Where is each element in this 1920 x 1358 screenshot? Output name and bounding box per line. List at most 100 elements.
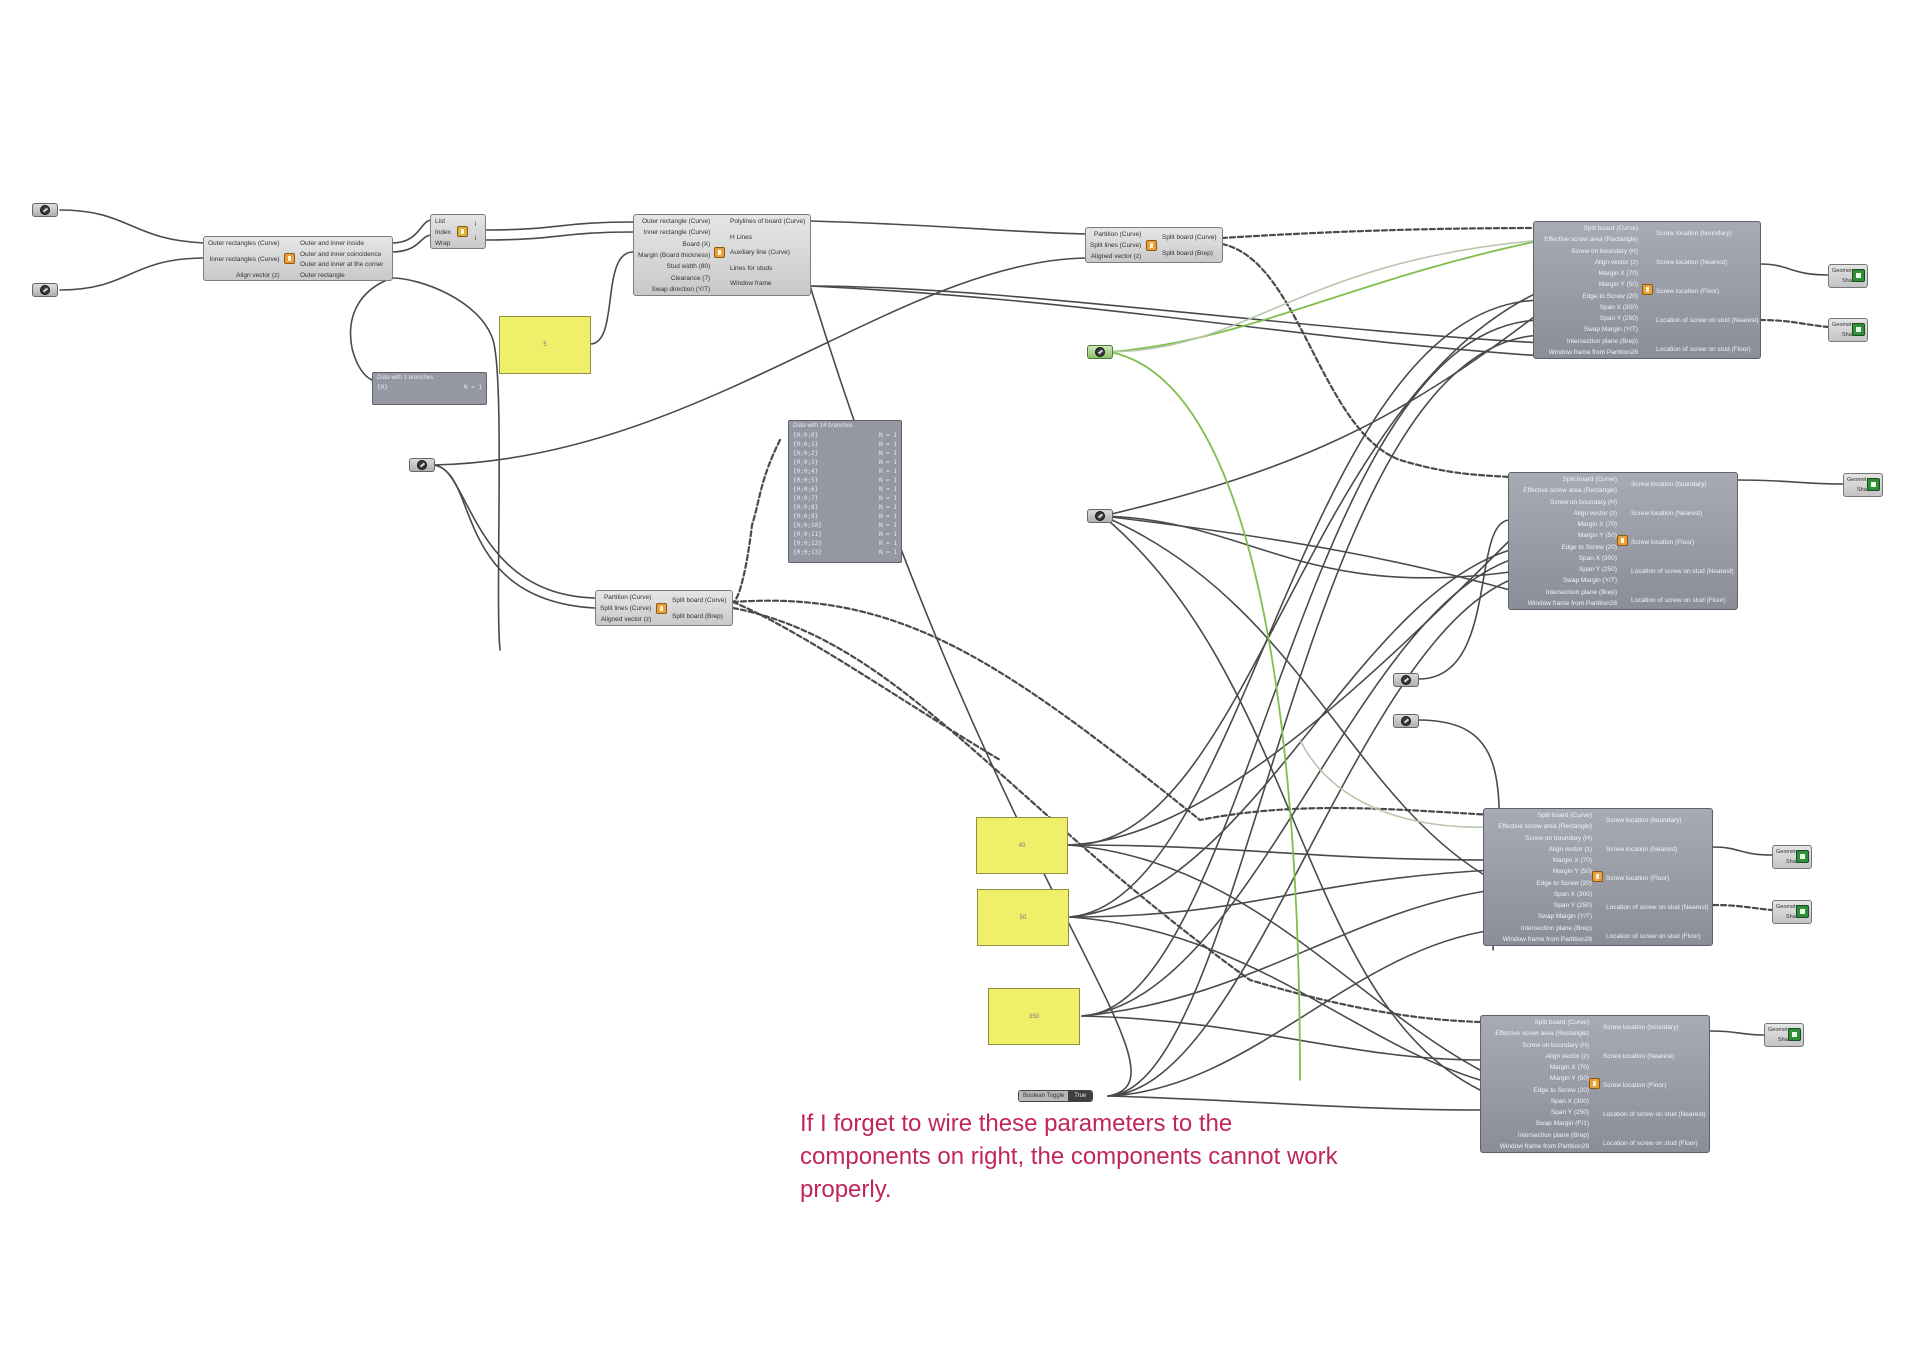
geometry-preview-2[interactable]: Geometry Shader	[1828, 318, 1868, 342]
output-item-1[interactable]: i	[475, 235, 477, 242]
input-inner-rectangle[interactable]: Inner rectangle (Curve)	[643, 229, 711, 237]
param-right-1[interactable]	[1393, 673, 1419, 687]
output-lines-for-studs[interactable]: Lines for studs	[730, 264, 773, 272]
output-stud-nearest[interactable]: Location of screw on stud (Nearest)	[1631, 568, 1734, 575]
output-outer-inner-inside[interactable]: Outer and inner inside	[300, 240, 364, 247]
output-outer-inner-coincidence[interactable]: Outer and inner coincidence	[300, 250, 382, 258]
input-outer-rectangles[interactable]: Outer rectangles (Curve)	[208, 240, 280, 247]
number-panel-4[interactable]: 350	[988, 988, 1080, 1045]
input-split-lines[interactable]: Split lines (Curve)	[600, 605, 652, 612]
output-screw-nearest[interactable]: Screw location (Nearest)	[1656, 259, 1728, 266]
input-aligned-vector[interactable]: Aligned vector (z)	[600, 616, 652, 623]
input-align-vector[interactable]: Align vector (z)	[236, 272, 280, 279]
screw-location-component-3[interactable]: Split board (Curve) Effective screw area…	[1483, 808, 1713, 946]
input-swap-margin[interactable]: Swap Margin (F/1)	[1535, 1120, 1589, 1128]
input-window-frame[interactable]: Window frame from Partition28	[1502, 935, 1592, 943]
input-margin-y[interactable]: Margin Y (50)	[1549, 1075, 1589, 1083]
input-edge-to-screw[interactable]: Edge to Screw (20)	[1561, 543, 1617, 551]
vector-param[interactable]	[409, 458, 435, 472]
output-stud-nearest[interactable]: Location of screw on stud (Nearest)	[1656, 317, 1759, 324]
geometry-preview-6[interactable]: Geometry Shader	[1764, 1023, 1804, 1047]
input-partition[interactable]: Partition (Curve)	[1093, 231, 1142, 238]
input-edge-to-screw[interactable]: Edge to Screw (20)	[1533, 1086, 1589, 1094]
input-margin-x[interactable]: Margin X (70)	[1549, 1064, 1589, 1072]
brep-param[interactable]	[1087, 345, 1113, 359]
output-item-0[interactable]: i	[475, 221, 477, 228]
number-panel-2[interactable]: 40	[976, 817, 1068, 874]
data-viewer-small[interactable]: Data with 1 branches {0}N = 1	[372, 372, 487, 405]
input-span-y[interactable]: Span Y (250)	[1553, 902, 1592, 910]
screw-location-component-2[interactable]: Split board (Curve) Effective screw area…	[1508, 472, 1738, 610]
input-window-frame[interactable]: Window frame from Partition28	[1548, 348, 1638, 356]
output-stud-floor[interactable]: Location of screw on stud (Floor)	[1603, 1140, 1698, 1147]
output-outer-rectangle[interactable]: Outer rectangle	[300, 271, 345, 279]
input-margin-y[interactable]: Margin Y (50)	[1577, 532, 1617, 540]
input-split-board[interactable]: Split board (Curve)	[1534, 1019, 1589, 1026]
input-margin[interactable]: Margin (Board thickness)	[638, 251, 711, 259]
output-split-board-brep[interactable]: Split board (Brep)	[672, 613, 723, 620]
input-intersection-plane[interactable]: Intersection plane (Brep)	[1545, 588, 1617, 596]
toggle-value[interactable]: True	[1068, 1091, 1093, 1101]
input-margin-y[interactable]: Margin Y (50)	[1552, 868, 1592, 876]
input-screw-on-boundary[interactable]: Screw on boundary (H)	[1550, 498, 1617, 506]
input-swap-margin[interactable]: Swap Margin (Y/T)	[1583, 326, 1638, 334]
input-partition[interactable]: Partition (Curve)	[603, 594, 652, 601]
output-screw-nearest[interactable]: Screw location (Nearest)	[1606, 846, 1678, 853]
curve-param-1[interactable]	[32, 203, 58, 217]
screw-location-component-4[interactable]: Split board (Curve) Effective screw area…	[1480, 1015, 1710, 1153]
output-screw-boundary[interactable]: Screw location (boundary)	[1631, 481, 1707, 488]
input-span-x[interactable]: Span X (300)	[1578, 554, 1617, 562]
output-screw-floor[interactable]: Screw location (Floor)	[1631, 539, 1695, 546]
partition-component-mid[interactable]: Partition (Curve) Split lines (Curve) Al…	[595, 590, 733, 626]
input-align-vector[interactable]: Align vector (z)	[1545, 1052, 1589, 1060]
input-aligned-vector[interactable]: Aligned vector (z)	[1090, 253, 1142, 260]
input-span-y[interactable]: Span Y (250)	[1550, 1109, 1589, 1117]
number-panel-3[interactable]: 50	[977, 889, 1069, 946]
input-align-vector[interactable]: Align vector (z)	[1573, 509, 1617, 517]
output-window-frame[interactable]: Window frame	[730, 280, 772, 287]
input-span-x[interactable]: Span X (300)	[1550, 1097, 1589, 1105]
board-component[interactable]: Outer rectangle (Curve) Inner rectangle …	[633, 214, 811, 296]
output-auxiliary-line[interactable]: Auxiliary line (Curve)	[730, 249, 790, 256]
input-margin-x[interactable]: Margin X (70)	[1577, 521, 1617, 529]
output-split-board-curve[interactable]: Split board (Curve)	[672, 597, 727, 604]
input-span-x[interactable]: Span X (300)	[1599, 303, 1638, 311]
geometry-preview-4[interactable]: Geometry Shader	[1772, 845, 1812, 869]
input-span-y[interactable]: Span Y (250)	[1599, 315, 1638, 323]
geometry-preview-1[interactable]: Geometry Shader	[1828, 264, 1868, 288]
screw-location-component-1[interactable]: Split board (Curve) Effective screw area…	[1533, 221, 1761, 359]
input-intersection-plane[interactable]: Intersection plane (Brep)	[1566, 337, 1638, 345]
input-span-y[interactable]: Span Y (250)	[1578, 566, 1617, 574]
list-item-component[interactable]: List Index Wrap i i	[430, 214, 486, 249]
output-outer-inner-corner[interactable]: Outer and inner at the corner	[300, 261, 384, 269]
input-swap-direction[interactable]: Swap direction (Y/T)	[651, 285, 711, 293]
output-screw-nearest[interactable]: Screw location (Nearest)	[1603, 1053, 1675, 1060]
output-screw-floor[interactable]: Screw location (Floor)	[1606, 875, 1670, 882]
input-clearance[interactable]: Clearance (7)	[670, 274, 711, 282]
rectangles-component[interactable]: Outer rectangles (Curve) Inner rectangle…	[203, 236, 393, 281]
input-index[interactable]: Index	[435, 229, 451, 236]
input-swap-margin[interactable]: Swap Margin (Y/T)	[1562, 577, 1617, 585]
output-screw-boundary[interactable]: Screw location (boundary)	[1656, 230, 1732, 237]
input-window-frame[interactable]: Window frame from Partition28	[1527, 599, 1617, 607]
input-intersection-plane[interactable]: Intersection plane (Brep)	[1517, 1131, 1589, 1139]
output-split-board-brep[interactable]: Split board (Brep)	[1162, 250, 1213, 257]
input-wrap[interactable]: Wrap	[435, 240, 451, 247]
output-stud-floor[interactable]: Location of screw on stud (Floor)	[1656, 346, 1751, 353]
output-screw-floor[interactable]: Screw location (Floor)	[1656, 288, 1720, 295]
input-margin-y[interactable]: Margin Y (50)	[1598, 281, 1638, 289]
input-stud-width[interactable]: Stud width (80)	[666, 263, 711, 271]
param-right-2[interactable]	[1393, 714, 1419, 728]
input-effective-screw-area[interactable]: Effective screw area (Rectangle)	[1495, 1030, 1589, 1038]
input-list[interactable]: List	[435, 218, 446, 225]
plane-param[interactable]	[1087, 509, 1113, 523]
input-screw-on-boundary[interactable]: Screw on boundary (H)	[1522, 1041, 1589, 1049]
geometry-preview-5[interactable]: Geometry Shader	[1772, 900, 1812, 924]
input-margin-x[interactable]: Margin X (70)	[1552, 857, 1592, 865]
input-align-vector[interactable]: Align vector (z)	[1548, 845, 1592, 853]
input-effective-screw-area[interactable]: Effective screw area (Rectangle)	[1544, 236, 1638, 244]
input-inner-rectangles[interactable]: Inner rectangles (Curve)	[209, 256, 280, 263]
input-split-board[interactable]: Split board (Curve)	[1562, 476, 1617, 483]
input-effective-screw-area[interactable]: Effective screw area (Rectangle)	[1498, 823, 1592, 831]
input-split-board[interactable]: Split board (Curve)	[1583, 225, 1638, 232]
